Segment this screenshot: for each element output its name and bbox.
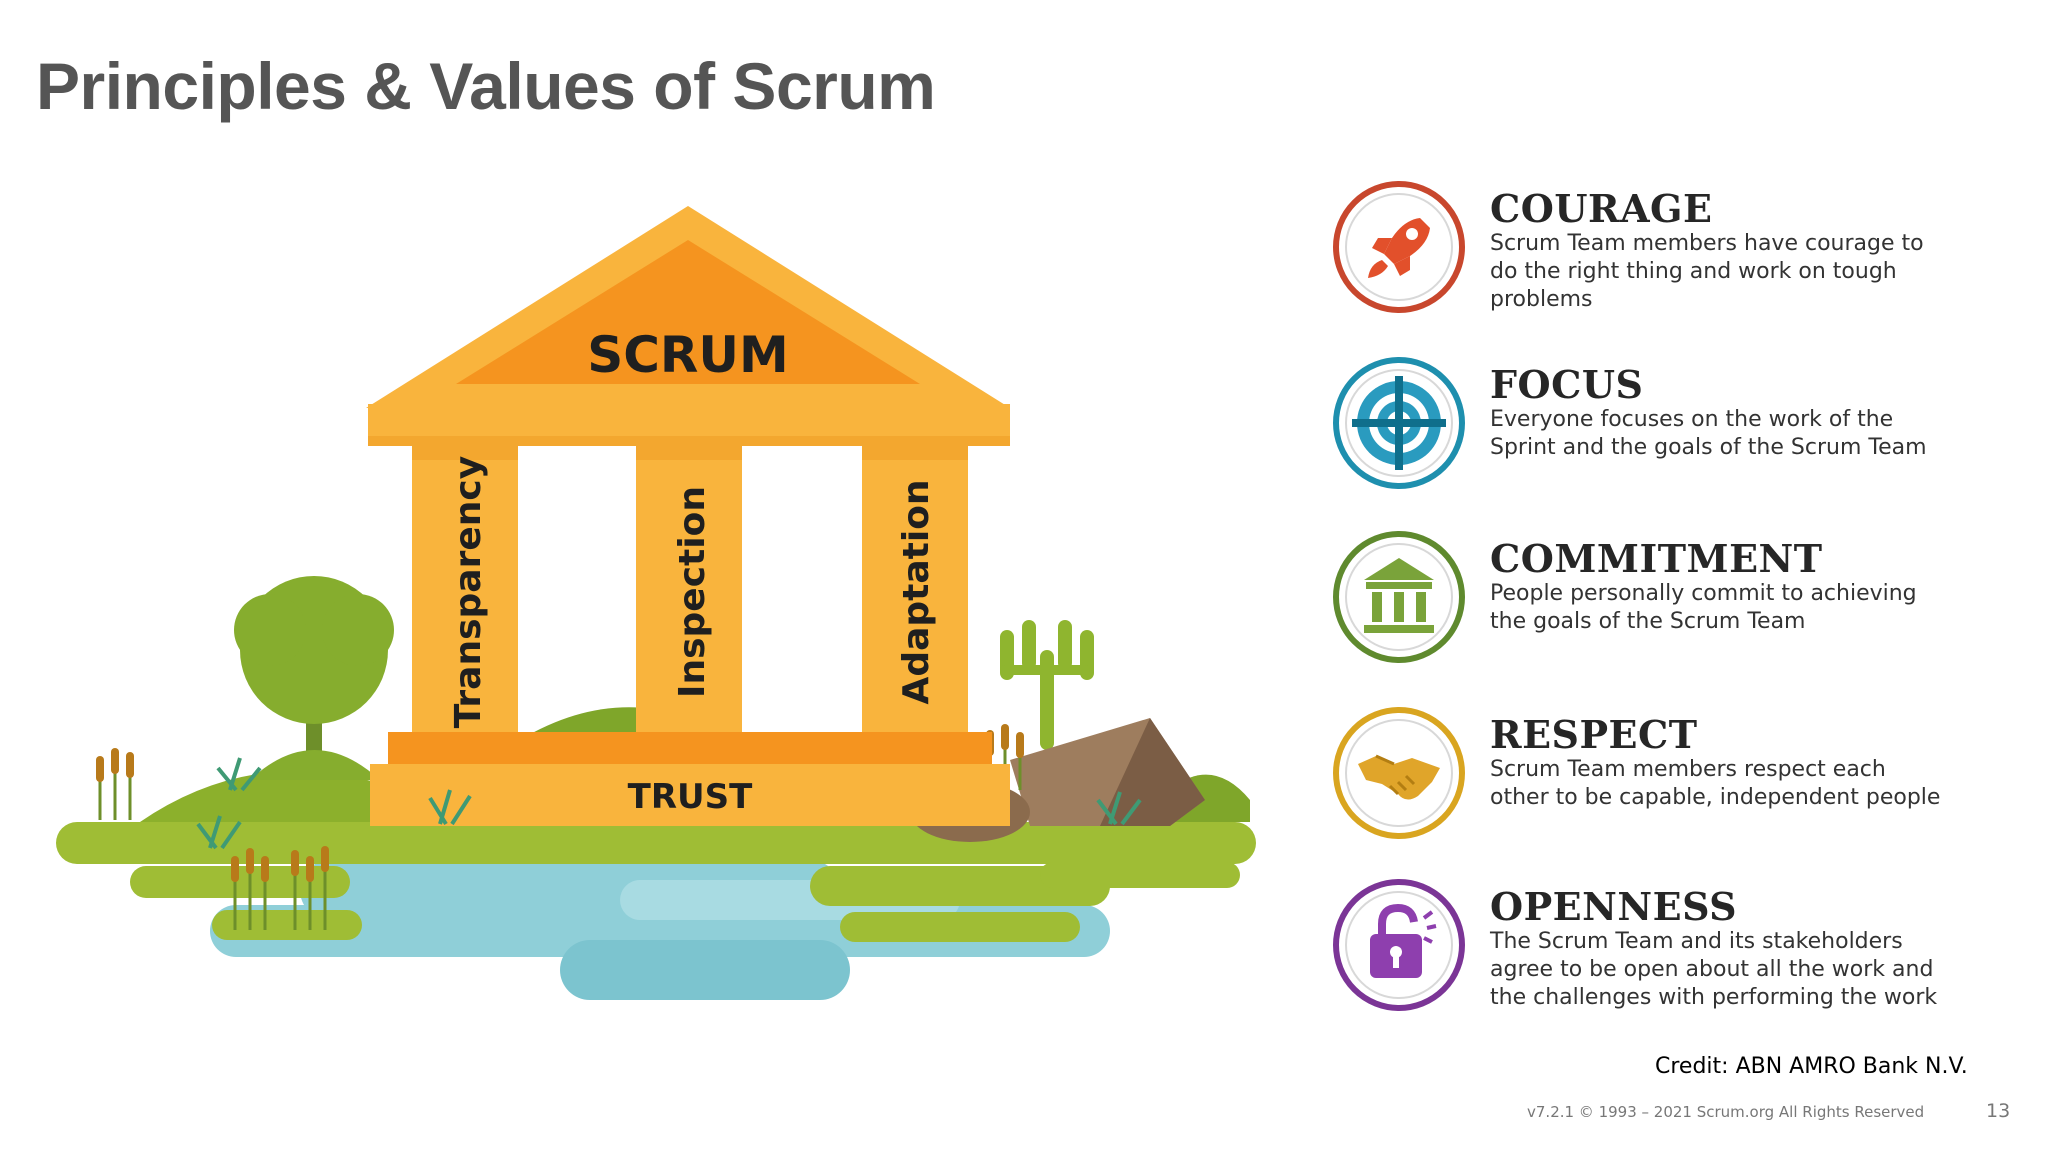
value-focus: FOCUS Everyone focuses on the work of th… (1320, 356, 2020, 506)
value-commitment: COMMITMENT People personally commit to a… (1320, 530, 2020, 680)
value-title: COMMITMENT (1490, 536, 1823, 581)
rocket-icon (1333, 181, 1465, 313)
value-description-line: Scrum Team members have courage to (1490, 231, 1924, 256)
temple-base (370, 732, 1010, 826)
value-description-line: Sprint and the goals of the Scrum Team (1490, 435, 1927, 460)
value-description: Scrum Team members have courage to do th… (1490, 230, 1990, 314)
value-description-line: People personally commit to achieving (1490, 581, 1917, 606)
value-description-line: problems (1490, 287, 1593, 312)
value-description-line: The Scrum Team and its stakeholders (1490, 929, 1903, 954)
value-title: FOCUS (1490, 362, 1644, 407)
value-courage: COURAGE Scrum Team members have courage … (1320, 180, 2020, 330)
value-description-line: Scrum Team members respect each (1490, 757, 1886, 782)
value-description-line: other to be capable, independent people (1490, 785, 1941, 810)
value-description: Everyone focuses on the work of the Spri… (1490, 406, 1990, 462)
value-description-line: Everyone focuses on the work of the (1490, 407, 1894, 432)
temple-icon (1333, 531, 1465, 663)
pillar-inspection-label: Inspection (672, 486, 713, 698)
value-description-line: the challenges with performing the work (1490, 985, 1938, 1010)
tree (234, 576, 394, 780)
value-description-line: agree to be open about all the work and (1490, 957, 1934, 982)
handshake-icon (1333, 707, 1465, 839)
plant (1000, 620, 1094, 750)
footer-copyright: v7.2.1 © 1993 – 2021 Scrum.org All Right… (1527, 1103, 1925, 1121)
value-openness: OPENNESS The Scrum Team and its stakehol… (1320, 878, 2020, 1028)
value-title: RESPECT (1490, 712, 1698, 757)
image-credit: Credit: ABN AMRO Bank N.V. (1655, 1054, 1968, 1079)
value-description-line: the goals of the Scrum Team (1490, 609, 1806, 634)
page-title: Principles & Values of Scrum (36, 49, 936, 123)
value-description: Scrum Team members respect each other to… (1490, 756, 1990, 812)
pillar-adaptation-label: Adaptation (896, 479, 937, 704)
value-respect: RESPECT Scrum Team members respect each … (1320, 706, 2020, 856)
value-title: COURAGE (1490, 186, 1713, 231)
grass-tufts (196, 757, 1142, 850)
temple-pillars (412, 446, 968, 736)
value-description-line: do the right thing and work on tough (1490, 259, 1897, 284)
crosshair-icon (1333, 357, 1465, 489)
scrum-temple-illustration: SCRUM Transparency Inspection Adaptation… (56, 206, 1256, 1000)
pillar-transparency-label: Transparency (448, 456, 489, 728)
reeds (96, 724, 1024, 930)
value-description: People personally commit to achieving th… (1490, 580, 1990, 636)
page-number: 13 (1986, 1100, 2011, 1122)
value-description: The Scrum Team and its stakeholders agre… (1490, 928, 1990, 1012)
open-lock-icon (1333, 879, 1465, 1011)
value-title: OPENNESS (1490, 884, 1738, 929)
temple-roof (366, 206, 1010, 446)
roof-label: SCRUM (587, 326, 789, 384)
base-label: TRUST (628, 777, 753, 817)
